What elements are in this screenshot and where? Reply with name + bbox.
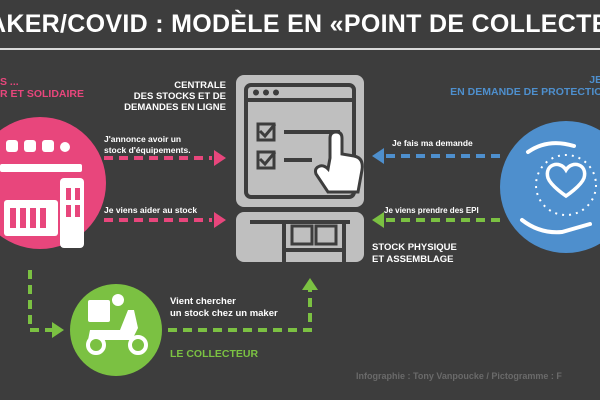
flow-label-pickup-epi: Je viens prendre des EPI <box>384 206 479 215</box>
central-label: CENTRALE DES STOCKS ET DE DEMANDES EN LI… <box>124 80 226 113</box>
right-party-heading: JE S EN DEMANDE DE PROTECTION <box>450 74 600 98</box>
left-party-heading: S ... R ET SOLIDAIRE <box>0 76 85 100</box>
flow-label-announce: J'annonce avoir un stock d'équipements. <box>104 134 191 155</box>
maker-workshop-icon <box>0 117 106 249</box>
flow-label-request: Je fais ma demande <box>392 138 473 148</box>
credit-line: Infographie : Tony Vanpoucke / Pictogram… <box>356 371 562 381</box>
flow-arrow-to-collector <box>28 270 64 338</box>
web-app-checklist-icon <box>236 75 364 207</box>
flow-label-help-stock: Je viens aider au stock <box>104 205 198 215</box>
stock-label: STOCK PHYSIQUE ET ASSEMBLAGE <box>372 242 457 265</box>
pointer-hand-icon <box>314 130 364 194</box>
shelf-boxes-icon <box>236 212 364 262</box>
flow-label-fetch: Vient chercher un stock chez un maker <box>170 296 278 319</box>
hands-heart-icon <box>500 121 600 253</box>
title-rule <box>0 48 600 50</box>
scooter-icon <box>70 284 162 376</box>
collector-label: LE COLLECTEUR <box>170 348 259 360</box>
flow-arrow-request <box>372 148 502 164</box>
page-title: AKER/COVID : MODÈLE EN «POINT DE COLLECT… <box>0 10 600 38</box>
